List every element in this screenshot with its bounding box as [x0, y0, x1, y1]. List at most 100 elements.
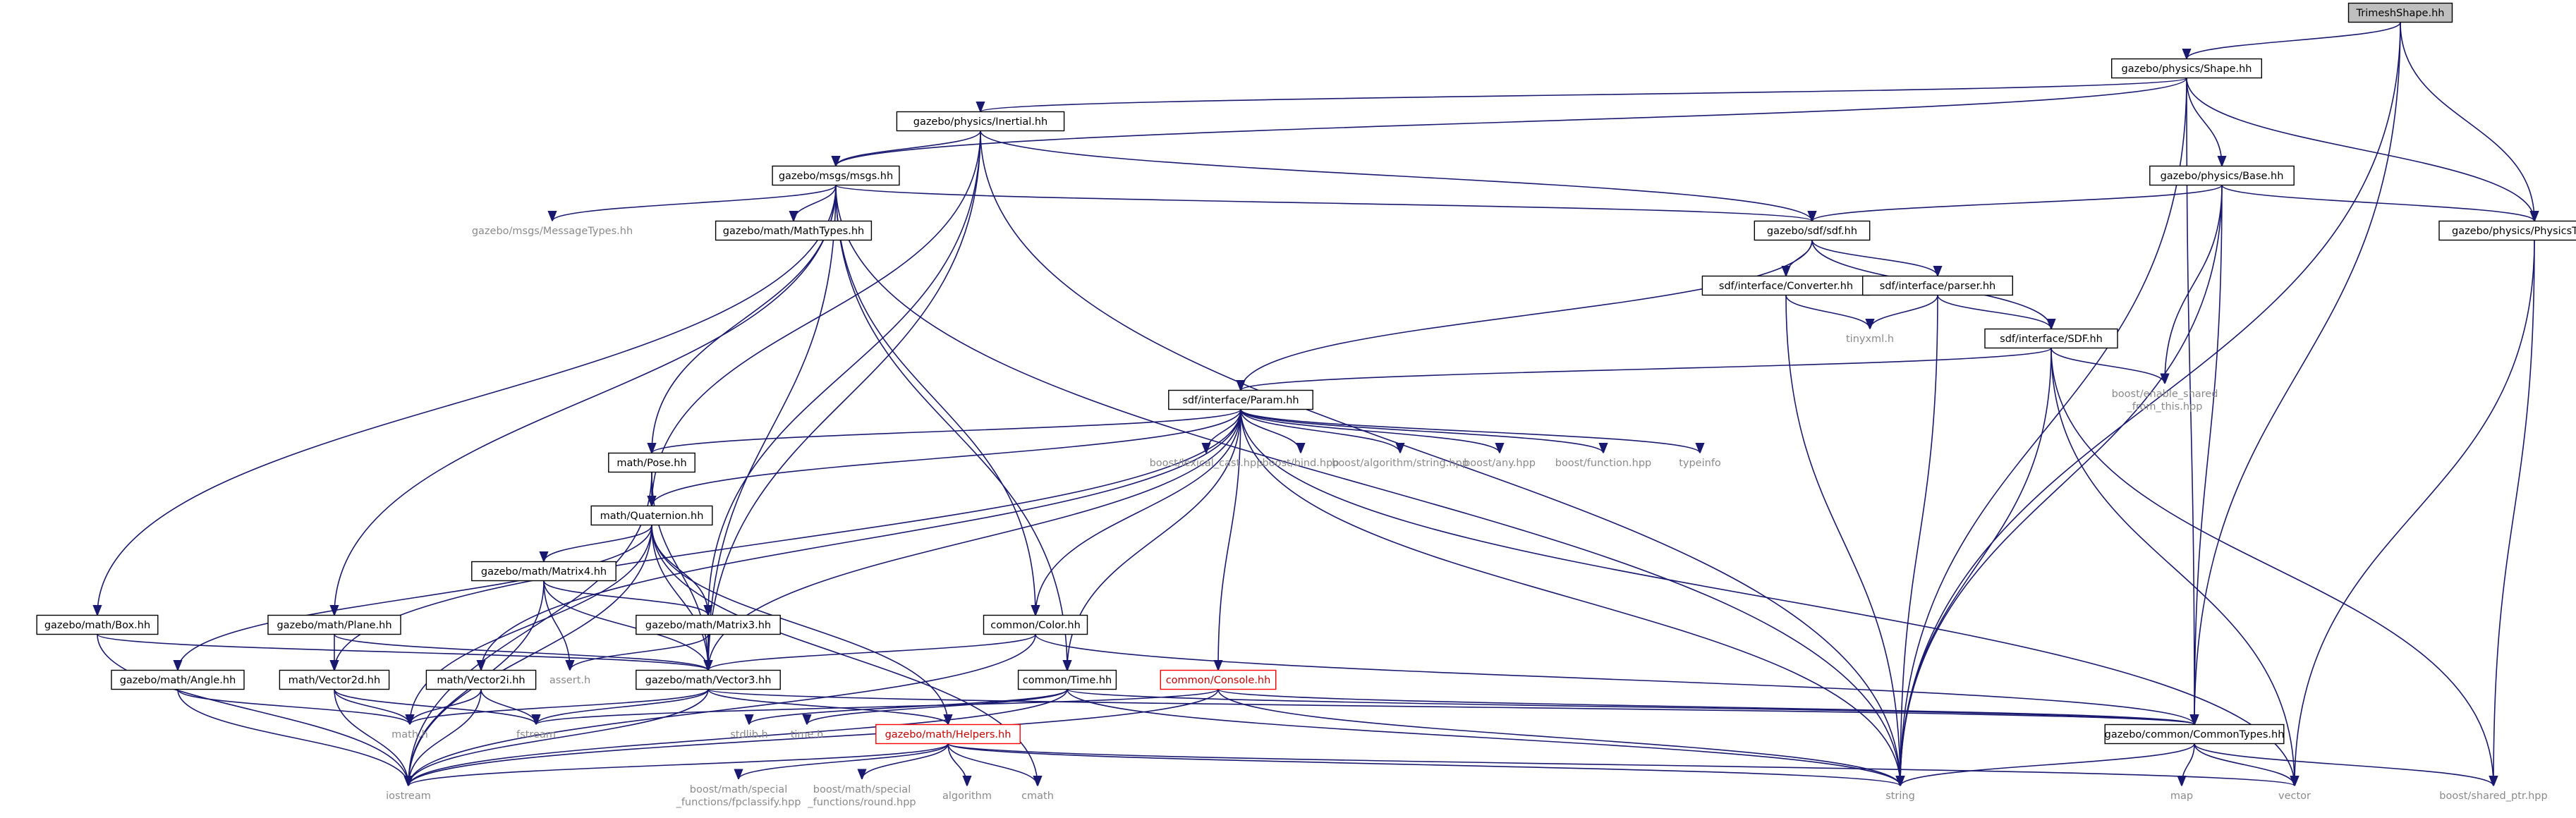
node-common-time-hh[interactable]: common/Time.hh — [1017, 669, 1117, 690]
node-cmath[interactable]: cmath — [1021, 790, 1054, 802]
node-gazebo-msgs-messagetypes-hh[interactable]: gazebo/msgs/MessageTypes.hh — [472, 226, 633, 237]
node-gazebo-physics-inertial-hh[interactable]: gazebo/physics/Inertial.hh — [896, 111, 1065, 132]
edge-inertial-to-sdfhh — [980, 130, 1812, 221]
edge-vec2d-to-iostream — [334, 689, 408, 786]
node-boost-function-hpp[interactable]: boost/function.hpp — [1555, 458, 1652, 469]
node-trimeshshape-hh[interactable]: TrimeshShape.hh — [2347, 2, 2453, 23]
node-box — [983, 614, 1088, 635]
edge-matrix4-to-matrix3 — [543, 580, 708, 616]
node-string[interactable]: string — [1885, 790, 1915, 802]
node-common-color-hh[interactable]: common/Color.hh — [983, 614, 1088, 635]
node-gazebo-math-helpers-hh[interactable]: gazebo/math/Helpers.hh — [875, 724, 1021, 745]
edge-helpers-to-string — [947, 743, 1900, 787]
node-gazebo-common-commontypes-hh[interactable]: gazebo/common/CommonTypes.hh — [2104, 724, 2285, 745]
edge-pose-to-vec3 — [651, 472, 708, 671]
node-math-quaternion-hh[interactable]: math/Quaternion.hh — [590, 505, 713, 526]
node-box — [425, 669, 537, 690]
edge-msgs-to-string — [835, 185, 1900, 786]
edge-layer — [97, 22, 2535, 787]
node-label: gazebo/math/Vector3.hh — [645, 675, 772, 686]
node-box — [1754, 220, 1871, 241]
edge-param-to-vec2d — [334, 409, 1241, 671]
node-math-h[interactable]: math.h — [391, 729, 428, 740]
node-box — [2104, 724, 2285, 745]
node-math-vector2i-hh[interactable]: math/Vector2i.hh — [425, 669, 537, 690]
node-boost-math-special-functions-fpclassify-hpp[interactable]: boost/math/special_functions/fpclassify.… — [676, 784, 801, 808]
node-gazebo-math-mathtypes-hh[interactable]: gazebo/math/MathTypes.hh — [715, 220, 873, 241]
edge-shape-to-ctypes — [2186, 78, 2194, 725]
node-math-pose-hh[interactable]: math/Pose.hh — [608, 452, 695, 473]
edge-ptypes-to-vector — [2295, 240, 2535, 786]
node-gazebo-math-plane-hh[interactable]: gazebo/math/Plane.hh — [267, 614, 401, 635]
edge-helpers-to-cmath — [947, 743, 1038, 786]
node-box — [896, 111, 1065, 132]
node-boost-algorithm-string-hpp[interactable]: boost/algorithm/string.hpp — [1332, 458, 1469, 469]
node-label: gazebo/math/Matrix3.hh — [645, 620, 771, 631]
node-vector[interactable]: vector — [2278, 790, 2311, 802]
node-box — [1861, 275, 2013, 296]
node-label: tinyxml.h — [1846, 334, 1894, 345]
edge-vec3-to-fstream — [536, 689, 709, 725]
node-gazebo-math-angle-hh[interactable]: gazebo/math/Angle.hh — [111, 669, 245, 690]
node-label: sdf/interface/SDF.hh — [2000, 334, 2103, 345]
node-gazebo-math-box-hh[interactable]: gazebo/math/Box.hh — [36, 614, 159, 635]
edge-vec2d-to-mathh — [334, 689, 410, 725]
node-gazebo-physics-physicstypes-hh[interactable]: gazebo/physics/PhysicsTypes.hh — [2438, 220, 2576, 241]
edge-shape-to-string — [1900, 78, 2187, 786]
node-stdlib-h[interactable]: stdlib.h — [730, 729, 768, 740]
node-sdf-interface-param-hh[interactable]: sdf/interface/Param.hh — [1168, 389, 1313, 410]
node-label: gazebo/math/Helpers.hh — [885, 729, 1011, 740]
node-label: boost/enable_shared_from_this.hpp — [2112, 389, 2218, 413]
edge-helpers-to-iostream — [408, 743, 949, 787]
edge-param-to-vec2i — [481, 409, 1241, 671]
node-tinyxml-h[interactable]: tinyxml.h — [1846, 334, 1894, 345]
node-boost-any-hpp[interactable]: boost/any.hpp — [1464, 458, 1536, 469]
edge-parser-to-sdfint — [1937, 295, 2051, 329]
edge-mbox-to-iostream — [97, 634, 408, 786]
node-label: sdf/interface/Converter.hh — [1719, 281, 1853, 292]
node-map[interactable]: map — [2170, 790, 2193, 802]
edge-converter-to-string — [1785, 295, 1900, 786]
edge-param-to-console — [1218, 409, 1241, 671]
node-boost-lexical-cast-hpp[interactable]: boost/lexical_cast.hpp — [1150, 458, 1263, 469]
node-gazebo-physics-shape-hh[interactable]: gazebo/physics/Shape.hh — [2110, 58, 2262, 79]
node-math-vector2d-hh[interactable]: math/Vector2d.hh — [279, 669, 390, 690]
node-gazebo-sdf-sdf-hh[interactable]: gazebo/sdf/sdf.hh — [1754, 220, 1871, 241]
node-algorithm[interactable]: algorithm — [942, 790, 992, 802]
node-gazebo-math-matrix4-hh[interactable]: gazebo/math/Matrix4.hh — [471, 561, 616, 582]
node-box — [2110, 58, 2262, 79]
node-label: gazebo/math/Box.hh — [44, 620, 150, 631]
node-box — [608, 452, 695, 473]
node-sdf-interface-converter-hh[interactable]: sdf/interface/Converter.hh — [1701, 275, 1871, 296]
node-box — [715, 220, 873, 241]
node-label: TrimeshShape.hh — [2356, 8, 2445, 19]
node-iostream[interactable]: iostream — [386, 790, 431, 802]
edge-msgs-to-time — [835, 185, 1067, 671]
node-gazebo-math-vector3-hh[interactable]: gazebo/math/Vector3.hh — [636, 669, 781, 690]
node-boost-math-special-functions-round-hpp[interactable]: boost/math/special_functions/round.hpp — [807, 784, 916, 808]
node-assert-h[interactable]: assert.h — [549, 675, 590, 686]
node-fstream[interactable]: fstream — [516, 729, 556, 740]
node-boost-shared-ptr-hpp[interactable]: boost/shared_ptr.hpp — [2439, 790, 2547, 802]
edge-sdfhh-to-param — [1241, 240, 1813, 391]
node-common-console-hh[interactable]: common/Console.hh — [1160, 669, 1277, 690]
edge-shape-to-msgs — [836, 78, 2187, 166]
node-boost-bind-hpp[interactable]: boost/bind.hpp — [1263, 458, 1339, 469]
node-box — [1160, 669, 1277, 690]
edge-param-to-quat — [652, 409, 1241, 506]
node-typeinfo[interactable]: typeinfo — [1679, 458, 1721, 469]
node-label: gazebo/math/Matrix4.hh — [481, 566, 607, 578]
node-time-h[interactable]: time.h — [791, 729, 824, 740]
node-boost-enable-shared-from-this-hpp[interactable]: boost/enable_shared_from_this.hpp — [2112, 389, 2218, 413]
node-box — [2149, 165, 2295, 186]
edge-parser-to-tinyxml — [1870, 295, 1938, 329]
edge-helpers-to-vector — [947, 743, 2295, 787]
node-sdf-interface-parser-hh[interactable]: sdf/interface/parser.hh — [1861, 275, 2013, 296]
edge-param-to-any — [1240, 409, 1500, 453]
node-gazebo-math-matrix3-hh[interactable]: gazebo/math/Matrix3.hh — [636, 614, 781, 635]
node-gazebo-physics-base-hh[interactable]: gazebo/physics/Base.hh — [2149, 165, 2295, 186]
node-sdf-interface-sdf-hh[interactable]: sdf/interface/SDF.hh — [1984, 328, 2118, 349]
node-gazebo-msgs-msgs-hh[interactable]: gazebo/msgs/msgs.hh — [772, 165, 900, 186]
edge-msgs-to-vec3 — [708, 185, 837, 671]
